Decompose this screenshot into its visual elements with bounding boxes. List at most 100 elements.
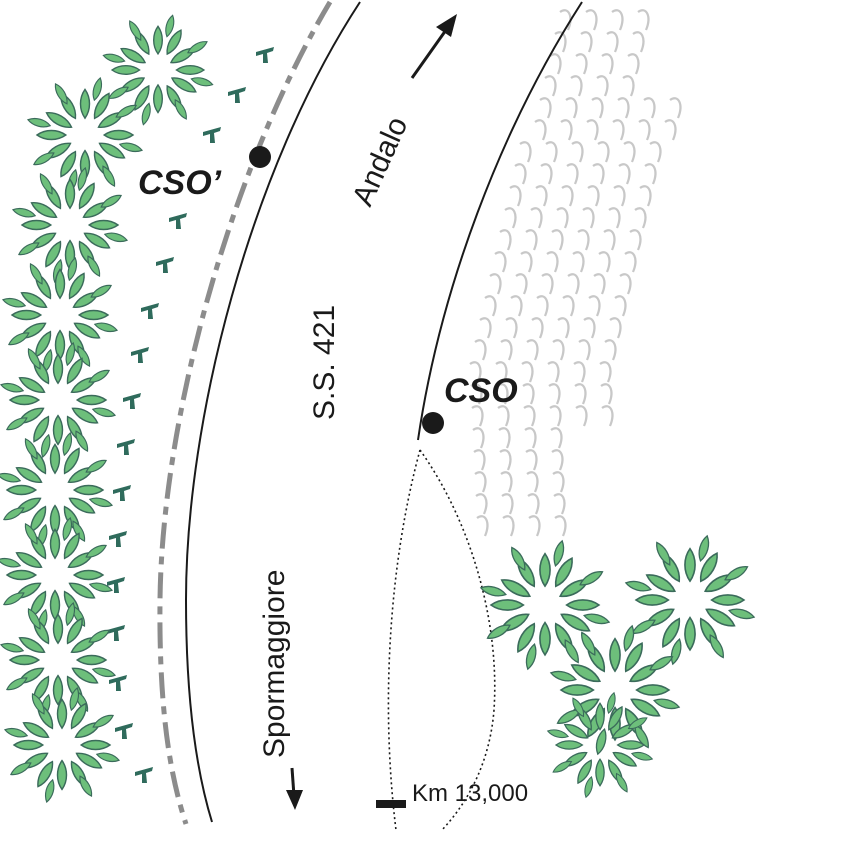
rock-stroke [536,295,549,317]
rock-stroke [601,405,614,427]
label-cso-alt: CSO’ [138,164,222,202]
post-icon [109,531,127,547]
rock-stroke [484,295,497,317]
rock-stroke [545,141,558,163]
rock-stroke [470,383,483,405]
post-icon [131,347,149,363]
rock-stroke [609,317,622,339]
rock-stroke [544,75,557,97]
rock-stroke [495,361,508,383]
rock-stroke [599,361,612,383]
rock-stroke [575,405,588,427]
rock-stroke [499,449,512,471]
rock-stroke [596,75,609,97]
rock-stroke [539,97,552,119]
road-edge-right [417,1,583,441]
rock-stroke [613,185,626,207]
rock-stroke [622,75,635,97]
tree-icon [0,602,116,718]
rock-stroke [549,53,562,75]
rock-stroke [546,251,559,273]
post-icon [115,723,133,739]
rock-stroke [577,229,590,251]
rock-stroke [598,251,611,273]
rock-stroke [505,317,518,339]
rock-stroke [603,229,616,251]
rock-stroke [644,163,657,185]
rock-stroke [473,449,486,471]
rock-stroke [534,119,547,141]
rock-stroke [489,273,502,295]
rock-stroke [549,405,562,427]
rock-stroke [618,163,631,185]
km-marker-icon [376,800,406,808]
rock-stroke [497,405,510,427]
rock-stroke [575,53,588,75]
rock-stroke [500,471,513,493]
rock-stroke [580,31,593,53]
rock-stroke [502,515,515,537]
guardrail-dashed [157,0,333,825]
rock-stroke [552,471,565,493]
rock-stroke [638,119,651,141]
label-cso: CSO [444,372,518,410]
label-direction-south: Spormaggiore [258,570,291,758]
rock-stroke [574,383,587,405]
rock-stroke [554,31,567,53]
rock-stroke [637,9,650,31]
rock-stroke [565,97,578,119]
rock-stroke [504,207,517,229]
rock-stroke [566,163,579,185]
rock-stroke [501,493,514,515]
rock-stroke [585,9,598,31]
post-icon [156,257,174,273]
rock-stroke [608,207,621,229]
rock-stroke [479,317,492,339]
rock-stroke [523,405,536,427]
rock-stroke [572,251,585,273]
dotted-path-left [387,449,421,831]
rock-stroke [540,163,553,185]
rock-stroke [531,317,544,339]
post-icon [123,393,141,409]
rock-stroke [547,361,560,383]
rock-stroke [496,383,509,405]
label-km-marker: Km 13,000 [412,780,528,807]
rock-stroke [474,339,487,361]
rock-stroke [611,9,624,31]
rock-stroke [632,31,645,53]
rock-stroke [514,163,527,185]
rock-stroke [521,361,534,383]
rock-stroke [588,295,601,317]
rock-stroke [560,119,573,141]
post-icon [256,47,274,63]
rock-stroke [551,449,564,471]
rock-stroke [617,97,630,119]
rock-stroke [494,251,507,273]
rock-stroke [535,185,548,207]
rock-stroke [525,229,538,251]
rock-stroke [509,185,522,207]
rock-stroke [664,119,677,141]
road-edge-left [184,1,361,823]
rock-stroke [471,405,484,427]
rock-stroke [500,339,513,361]
rock-stroke [582,207,595,229]
rock-stroke [498,427,511,449]
rock-stroke [524,427,537,449]
rock-stroke [578,339,591,361]
rock-outcrop-hatching [469,9,682,537]
rock-stroke [528,515,541,537]
rock-stroke [624,251,637,273]
rock-stroke [669,97,682,119]
rock-stroke [583,317,596,339]
rock-stroke [551,229,564,251]
post-icon [135,767,153,783]
rock-stroke [520,251,533,273]
post-icon [113,485,131,501]
rock-stroke [476,515,489,537]
post-icon [107,625,125,641]
rock-stroke [559,9,572,31]
rock-stroke [553,493,566,515]
rock-stroke [570,75,583,97]
